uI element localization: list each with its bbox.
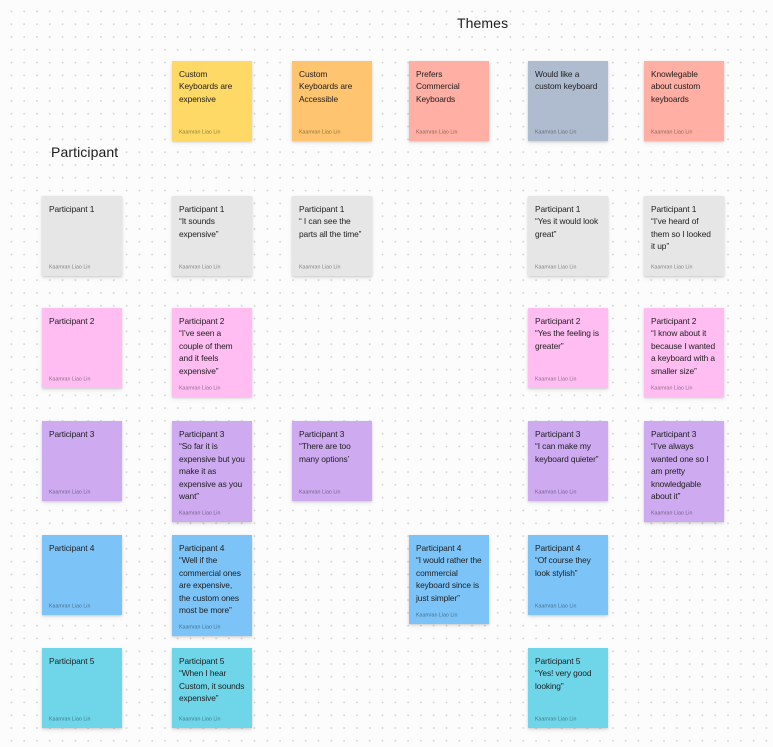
- sticky-note-text: Participant 4 “Of course they look styli…: [535, 543, 591, 578]
- sticky-note-author: Kaamran Liao Lin: [535, 716, 577, 722]
- sticky-note-text: Participant 3 “I can make my keyboard qu…: [535, 429, 599, 464]
- sticky-note[interactable]: Participant 3 Kaamran Liao Lin: [42, 421, 122, 501]
- sticky-note-text: Participant 5 “When I hear Custom, it so…: [179, 656, 245, 704]
- sticky-note-author: Kaamran Liao Lin: [416, 612, 458, 619]
- sticky-note-author: Kaamran Liao Lin: [179, 510, 221, 517]
- sticky-note-text: Participant 5 “Yes! very good looking”: [535, 656, 592, 691]
- sticky-note-author: Kaamran Liao Lin: [299, 264, 341, 270]
- sticky-note-text: Custom Keyboards are expensive: [179, 69, 235, 104]
- sticky-note[interactable]: Participant 4 “Of course they look styli…: [528, 535, 608, 615]
- sticky-note-author: Kaamran Liao Lin: [535, 376, 577, 382]
- sticky-note-text: Prefers Commercial Keyboards: [416, 69, 462, 104]
- sticky-note-author: Kaamran Liao Lin: [179, 385, 221, 392]
- sticky-note-author: Kaamran Liao Lin: [299, 489, 341, 495]
- sticky-note[interactable]: Participant 3 “I’ve always wanted one so…: [644, 421, 724, 523]
- sticky-note[interactable]: Participant 4 “I would rather the commer…: [409, 535, 489, 625]
- sticky-note[interactable]: Participant 4 Kaamran Liao Lin: [42, 535, 122, 615]
- sticky-note-author: Kaamran Liao Lin: [49, 376, 91, 382]
- sticky-note[interactable]: Participant 1 “I’ve heard of them so I l…: [644, 196, 724, 276]
- sticky-note-author: Kaamran Liao Lin: [49, 264, 91, 270]
- sticky-note[interactable]: Participant 2 Kaamran Liao Lin: [42, 308, 122, 388]
- sticky-note-text: Participant 1 “ I can see the parts all …: [299, 204, 362, 239]
- sticky-note-text: Participant 2 “I know about it because I…: [651, 316, 716, 376]
- sticky-note-text: Would like a custom keyboard: [535, 69, 598, 92]
- sticky-note-text: Participant 3 “I’ve always wanted one so…: [651, 429, 709, 502]
- sticky-note-author: Kaamran Liao Lin: [651, 510, 693, 517]
- sticky-note[interactable]: Participant 2 “Yes the feeling is greate…: [528, 308, 608, 388]
- sticky-note[interactable]: Participant 3 “So far it is expensive bu…: [172, 421, 252, 523]
- sticky-note-author: Kaamran Liao Lin: [535, 129, 577, 135]
- sticky-note-text: Participant 1 “I’ve heard of them so I l…: [651, 204, 711, 252]
- sticky-note-text: Participant 2: [49, 316, 95, 326]
- sticky-note-text: Participant 3: [49, 429, 95, 439]
- sticky-note[interactable]: Participant 3 “I can make my keyboard qu…: [528, 421, 608, 501]
- sticky-note-text: Participant 2 “Yes the feeling is greate…: [535, 316, 599, 351]
- sticky-note[interactable]: Participant 2 “I know about it because I…: [644, 308, 724, 398]
- sticky-note[interactable]: Participant 4 “Well if the commercial on…: [172, 535, 252, 637]
- sticky-note[interactable]: Participant 5 “Yes! very good looking” Ka…: [528, 648, 608, 728]
- sticky-note-text: Participant 3 “There are too many option…: [299, 429, 351, 464]
- sticky-note-author: Kaamran Liao Lin: [535, 489, 577, 495]
- sticky-note-author: Kaamran Liao Lin: [49, 489, 91, 495]
- sticky-note-author: Kaamran Liao Lin: [651, 264, 693, 270]
- sticky-note-author: Kaamran Liao Lin: [535, 264, 577, 270]
- sticky-note-text: Participant 4: [49, 543, 95, 553]
- sticky-note[interactable]: Participant 1 Kaamran Liao Lin: [42, 196, 122, 276]
- sticky-note-author: Kaamran Liao Lin: [179, 624, 221, 631]
- sticky-note[interactable]: Participant 5 Kaamran Liao Lin: [42, 648, 122, 728]
- sticky-note-author: Kaamran Liao Lin: [416, 129, 458, 135]
- sticky-note-text: Participant 4 “I would rather the commer…: [416, 543, 482, 603]
- sticky-note[interactable]: Participant 1 “ I can see the parts all …: [292, 196, 372, 276]
- sticky-note-text: Participant 2 “I’ve seen a couple of the…: [179, 316, 233, 376]
- sticky-note-author: Kaamran Liao Lin: [651, 385, 693, 392]
- sticky-note-text: Custom Keyboards are Accessible: [299, 69, 354, 104]
- sticky-note-author: Kaamran Liao Lin: [49, 603, 91, 609]
- sticky-note-text: Participant 3 “So far it is expensive bu…: [179, 429, 245, 502]
- sticky-note-author: Kaamran Liao Lin: [179, 264, 221, 270]
- sticky-note-author: Kaamran Liao Lin: [179, 129, 221, 135]
- sticky-note-text: Participant 1: [49, 204, 95, 214]
- sticky-note-author: Kaamran Liao Lin: [299, 129, 341, 135]
- sticky-note[interactable]: Participant 3 “There are too many option…: [292, 421, 372, 501]
- sticky-note[interactable]: Participant 1 “It sounds expensive” Kaamr…: [172, 196, 252, 276]
- sticky-note[interactable]: Participant 5 “When I hear Custom, it so…: [172, 648, 252, 728]
- sticky-note[interactable]: Participant 1 “Yes it would look great” K…: [528, 196, 608, 276]
- sticky-note-text: Participant 5: [49, 656, 95, 666]
- participant-heading: Participant: [51, 144, 119, 160]
- sticky-note-text: Participant 1 “It sounds expensive”: [179, 204, 225, 239]
- sticky-note-author: Kaamran Liao Lin: [49, 716, 91, 722]
- sticky-note[interactable]: Participant 2 “I’ve seen a couple of the…: [172, 308, 252, 398]
- sticky-note-author: Kaamran Liao Lin: [179, 716, 221, 722]
- sticky-note-author: Kaamran Liao Lin: [535, 603, 577, 609]
- themes-heading: Themes: [457, 15, 509, 31]
- sticky-note-text: Participant 4 “Well if the commercial on…: [179, 543, 241, 616]
- sticky-note-author: Kaamran Liao Lin: [651, 129, 693, 135]
- sticky-note-text: Knowlegable about custom keyboards: [651, 69, 703, 104]
- sticky-note-text: Participant 1 “Yes it would look great”: [535, 204, 599, 239]
